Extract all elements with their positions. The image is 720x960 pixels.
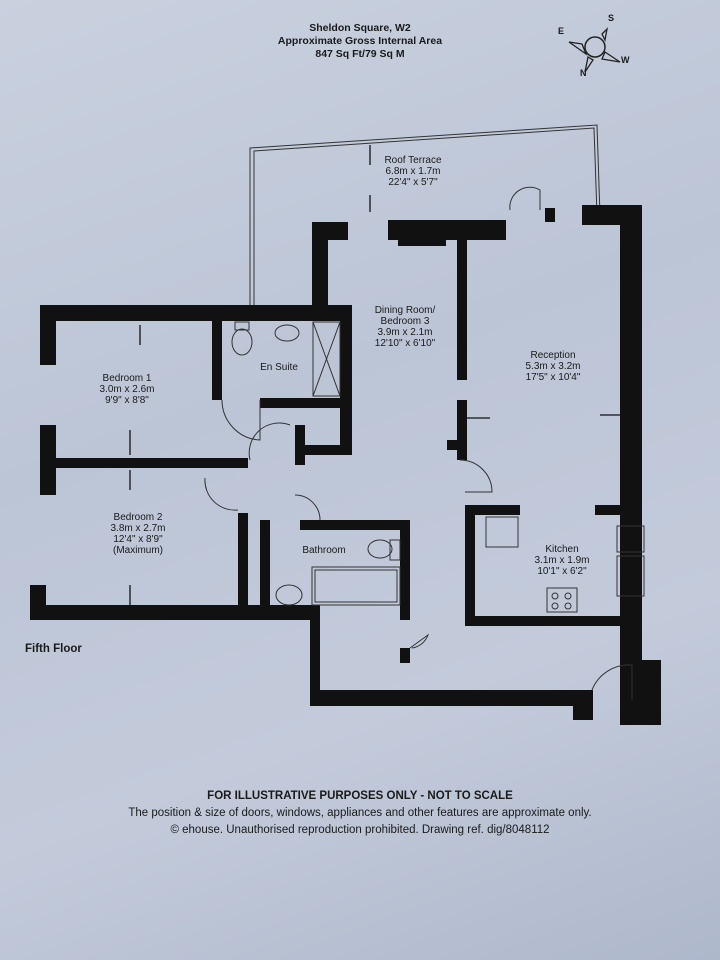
room-name: Bathroom (302, 545, 346, 556)
compass: S E W N (555, 12, 635, 82)
room-dining-bedroom3: Dining Room/ Bedroom 3 3.9m x 2.1m 12'10… (375, 305, 436, 349)
door-swings (204, 186, 633, 700)
compass-east: E (558, 26, 565, 36)
room-kitchen: Kitchen 3.1m x 1.9m 10'1" x 6'2" (534, 544, 589, 577)
compass-rose-icon (568, 27, 621, 73)
copyright-text: © ehouse. Unauthorised reproduction proh… (170, 824, 550, 836)
compass-north: N (580, 68, 587, 78)
room-name: Bedroom 2 (113, 512, 163, 523)
walls (30, 205, 661, 725)
room-imperial: 10'1" x 6'2" (537, 566, 587, 577)
room-name: Dining Room/ (374, 305, 436, 316)
fixtures (231, 321, 645, 613)
room-imperial: 17'5" x 10'4" (525, 372, 581, 383)
compass-south: S (608, 13, 615, 23)
room-en-suite: En Suite (260, 362, 298, 373)
roof-terrace-outline (249, 124, 601, 305)
area-value: 847 Sq Ft/79 Sq M (315, 48, 405, 60)
room-name: Roof Terrace (384, 155, 442, 166)
room-bathroom: Bathroom (302, 545, 345, 556)
room-metric: 5.3m x 3.2m (525, 361, 581, 372)
room-metric: 3.0m x 2.6m (99, 384, 155, 395)
room-metric: 3.9m x 2.1m (377, 327, 433, 338)
disclaimer-footer: FOR ILLUSTRATIVE PURPOSES ONLY - NOT TO … (0, 788, 720, 839)
area-label: Approximate Gross Internal Area (277, 35, 443, 47)
room-imperial: 12'4" x 8'9" (113, 534, 163, 545)
room-metric: 3.1m x 1.9m (534, 555, 590, 566)
disclaimer-text: The position & size of doors, windows, a… (128, 807, 592, 819)
floorplan-header: Sheldon Square, W2 Approximate Gross Int… (240, 22, 480, 61)
room-reception: Reception 5.3m x 3.2m 17'5" x 10'4" (525, 350, 580, 383)
room-name: Reception (530, 350, 576, 361)
room-roof-terrace: Roof Terrace 6.8m x 1.7m 22'4" x 5'7" (384, 155, 441, 188)
room-imperial: 9'9" x 8'8" (105, 395, 149, 406)
room-metric: 3.8m x 2.7m (110, 523, 166, 534)
room-bedroom2: Bedroom 2 3.8m x 2.7m 12'4" x 8'9" (Maxi… (110, 512, 165, 556)
room-name: Bedroom 1 (102, 373, 152, 384)
property-name: Sheldon Square, W2 (309, 22, 411, 34)
room-metric: 6.8m x 1.7m (385, 166, 441, 177)
room-bedroom1: Bedroom 1 3.0m x 2.6m 9'9" x 8'8" (99, 373, 154, 406)
room-note: (Maximum) (113, 545, 163, 556)
compass-west: W (621, 55, 630, 65)
disclaimer-title: FOR ILLUSTRATIVE PURPOSES ONLY - NOT TO … (207, 790, 513, 802)
floor-label: Fifth Floor (25, 643, 82, 655)
room-name-2: Bedroom 3 (380, 316, 430, 327)
room-name: Kitchen (545, 544, 579, 555)
room-imperial: 12'10" x 6'10" (374, 338, 436, 349)
dimension-arrows (129, 145, 641, 605)
room-imperial: 22'4" x 5'7" (388, 177, 438, 188)
room-name: En Suite (260, 362, 298, 373)
